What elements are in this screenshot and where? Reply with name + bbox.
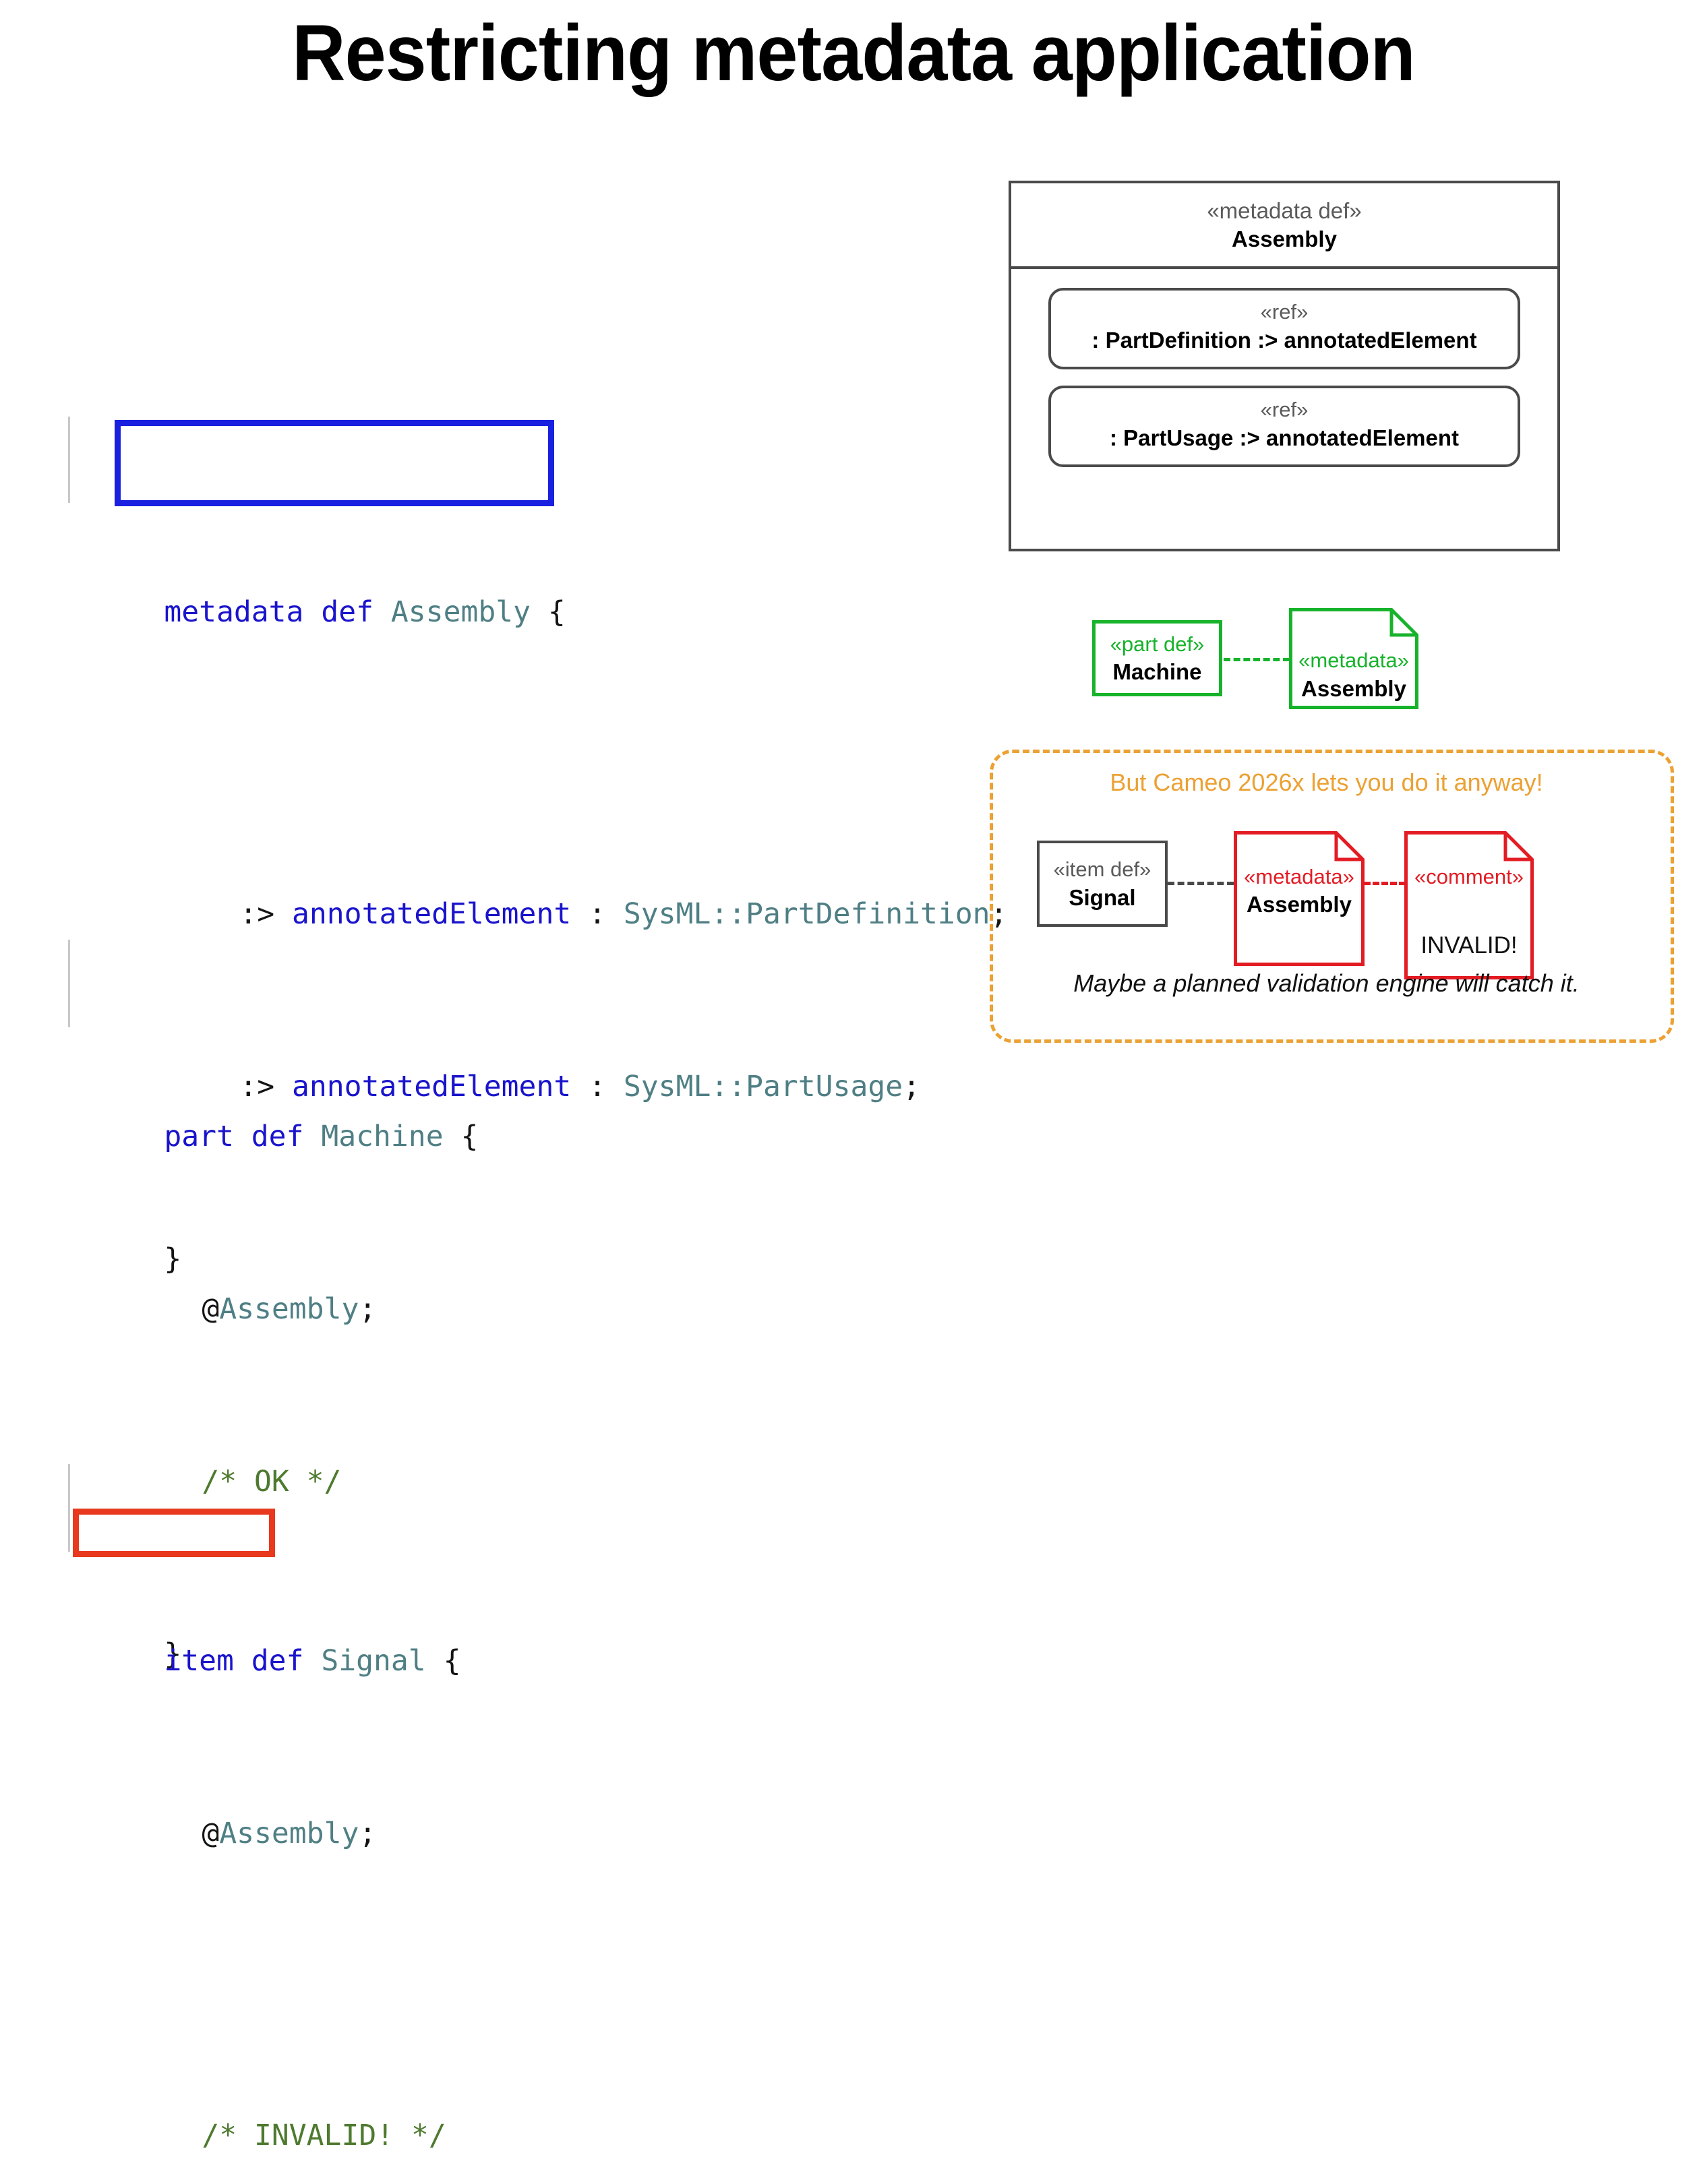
- ref-stereotype: «ref»: [1260, 300, 1309, 324]
- code-token-punct: :>: [239, 1070, 293, 1103]
- indent-guide: [68, 417, 70, 503]
- note-text: «comment» INVALID!: [1404, 831, 1534, 1012]
- comment-note-body: INVALID!: [1420, 932, 1518, 959]
- code-token-type: Assembly: [390, 595, 531, 629]
- code-token-keyword: def: [321, 595, 374, 629]
- code-block-metadata-def: metadata def Assembly { :> annotatedElem…: [59, 375, 1007, 1276]
- gray-connector-line: [1168, 882, 1234, 885]
- ref-feature-partdefinition: «ref» : PartDefinition :> annotatedEleme…: [1048, 288, 1520, 369]
- code-token-punct: {: [531, 595, 566, 629]
- code-line: /* INVALID! */: [59, 2071, 969, 2152]
- code-block-item-def: item def Signal { @Assembly; /* INVALID!…: [59, 1424, 969, 2152]
- part-def-machine-node: «part def» Machine: [1092, 620, 1222, 696]
- part-def-stereotype: «part def»: [1110, 632, 1205, 656]
- page-title: Restricting metadata application: [292, 9, 1415, 98]
- code-space: [234, 1644, 251, 1678]
- green-connector-line: [1224, 658, 1290, 661]
- code-token-annotation: Assembly: [219, 1817, 359, 1850]
- code-token-annotation: Assembly: [219, 1292, 359, 1326]
- code-line: metadata def Assembly {: [59, 547, 969, 629]
- code-space: [303, 1120, 321, 1153]
- code-token-keyword: item: [164, 1644, 234, 1678]
- code-space: [303, 595, 321, 629]
- metadata-def-stereotype: «metadata def»: [1207, 198, 1362, 224]
- code-token-type: SysML::PartDefinition: [623, 897, 990, 931]
- comment-note-stereotype: «comment»: [1414, 865, 1524, 888]
- metadata-assembly-note-green: «metadata» Assembly: [1289, 608, 1418, 709]
- code-line: @Assembly;: [59, 1244, 969, 1326]
- metadata-def-name: Assembly: [1232, 226, 1337, 251]
- ref-feature-partusage: «ref» : PartUsage :> annotatedElement: [1048, 385, 1520, 467]
- cameo-callout-footnote: Maybe a planned validation engine will c…: [1073, 969, 1580, 997]
- code-token-punct: ;: [990, 897, 1008, 931]
- red-connector-line: [1364, 882, 1406, 885]
- comment-note-invalid: «comment» INVALID!: [1404, 831, 1534, 979]
- code-token-punct: {: [443, 1120, 479, 1153]
- code-line: :> annotatedElement : SysML::PartDefinit…: [59, 849, 1007, 931]
- code-space: [234, 1120, 251, 1153]
- code-token-punct: ;: [903, 1070, 921, 1103]
- code-token-punct: :: [571, 1070, 624, 1103]
- note-text: «metadata» Assembly: [1289, 608, 1418, 725]
- code-token-at: @: [202, 1817, 220, 1850]
- cameo-callout-box: [990, 750, 1674, 1043]
- metadata-def-classifier: «metadata def» Assembly «ref» : PartDefi…: [1009, 181, 1560, 551]
- item-def-stereotype: «item def»: [1053, 857, 1151, 882]
- metadata-assembly-note-red: «metadata» Assembly: [1234, 831, 1365, 966]
- code-token-keyword: def: [251, 1644, 304, 1678]
- code-token-keyword: def: [251, 1120, 304, 1153]
- code-line: item def Signal {: [59, 1596, 969, 1678]
- metadata-note-stereotype: «metadata»: [1298, 648, 1409, 673]
- note-shape-icon: [1234, 831, 1365, 966]
- code-token-punct: ;: [359, 1292, 377, 1326]
- code-token-type: Machine: [321, 1120, 444, 1153]
- code-space: [373, 595, 391, 629]
- code-token-feature: annotatedElement: [292, 1070, 572, 1103]
- code-space: [303, 1644, 321, 1678]
- ref-stereotype: «ref»: [1260, 397, 1309, 421]
- indent-guide: [68, 1464, 70, 1552]
- note-shape-icon: [1289, 608, 1418, 709]
- code-listing: metadata def Assembly { :> annotatedElem…: [59, 202, 1007, 2152]
- code-token-keyword: metadata: [164, 595, 304, 629]
- metadata-def-compartment: «ref» : PartDefinition :> annotatedEleme…: [1011, 269, 1557, 467]
- metadata-note-stereotype: «metadata»: [1244, 865, 1354, 888]
- code-token-punct: ;: [359, 1817, 377, 1850]
- code-token-punct: :: [571, 897, 624, 931]
- ref-label: : PartUsage :> annotatedElement: [1109, 425, 1460, 451]
- code-token-type: Signal: [321, 1644, 426, 1678]
- code-line: @Assembly;: [59, 1769, 969, 1850]
- code-token-feature: annotatedElement: [292, 897, 572, 931]
- note-shape-icon: [1404, 831, 1534, 979]
- ref-label: : PartDefinition :> annotatedElement: [1091, 328, 1477, 353]
- code-token-at: @: [202, 1292, 220, 1326]
- note-text: «metadata» Assembly: [1234, 831, 1365, 998]
- code-token-comment: /* INVALID! */: [202, 2119, 446, 2152]
- code-token-punct: :>: [239, 897, 293, 931]
- metadata-def-header: «metadata def» Assembly: [1011, 183, 1557, 269]
- blue-highlight-box: [115, 420, 554, 506]
- cameo-callout-heading: But Cameo 2026x lets you do it anyway!: [1110, 768, 1543, 796]
- item-def-signal-node: «item def» Signal: [1037, 841, 1168, 927]
- metadata-note-name: Assembly: [1247, 892, 1352, 917]
- diagram-area: «metadata def» Assembly «ref» : PartDefi…: [984, 169, 1699, 1065]
- code-line: :> annotatedElement : SysML::PartUsage;: [59, 1022, 969, 1103]
- code-token-punct: {: [425, 1644, 461, 1678]
- red-highlight-box: [73, 1509, 275, 1557]
- code-token-type: SysML::PartUsage: [623, 1070, 903, 1103]
- code-line: }: [59, 1194, 969, 1276]
- item-def-name: Signal: [1069, 884, 1136, 910]
- indent-guide: [68, 940, 70, 1027]
- part-def-name: Machine: [1112, 659, 1202, 685]
- metadata-note-name: Assembly: [1301, 675, 1406, 701]
